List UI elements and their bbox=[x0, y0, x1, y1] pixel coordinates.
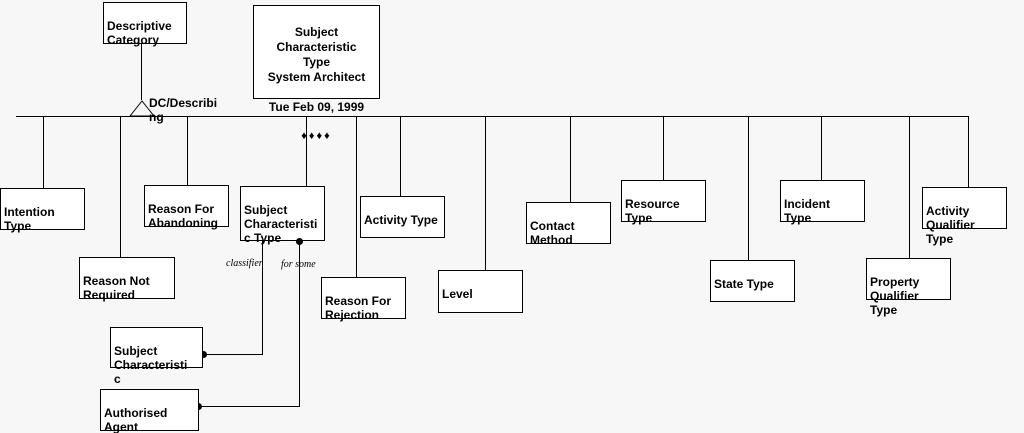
edge-drop-subject-characteristic-type bbox=[306, 116, 307, 186]
node-reason-for-abandoning[interactable]: Reason For Abandoning bbox=[144, 185, 229, 230]
node-activity-type[interactable]: Activity Type bbox=[360, 196, 445, 238]
node-intention-type[interactable]: Intention Type bbox=[0, 188, 85, 233]
diagram-date-text: Tue Feb 09, 1999 bbox=[268, 100, 365, 114]
diagram-tool-text: System Architect bbox=[267, 70, 366, 84]
edge-drop-contact-method bbox=[570, 116, 571, 202]
node-label: Reason For Rejection bbox=[325, 294, 392, 322]
node-subject-characteristic[interactable]: Subject Characteristi c bbox=[110, 327, 203, 386]
node-label: Incident Type bbox=[784, 197, 831, 225]
edge-drop-incident-type bbox=[821, 116, 822, 180]
edge-drop-resource-type bbox=[663, 116, 664, 180]
edge-classifier-endpoint-dot bbox=[200, 351, 207, 358]
node-label: Resource Type bbox=[625, 197, 680, 225]
node-label: Property Qualifier Type bbox=[870, 275, 920, 317]
edge-root-stem bbox=[141, 44, 142, 100]
diagram-title-text: Subject Characteristic Type bbox=[276, 25, 357, 69]
edge-drop-activity-qualifier-type bbox=[968, 116, 969, 187]
edge-for-some-vertical bbox=[299, 241, 300, 406]
node-state-type[interactable]: State Type bbox=[710, 260, 795, 302]
node-descriptive-category[interactable]: Descriptive Category bbox=[103, 2, 187, 47]
node-activity-qualifier-type[interactable]: Activity Qualifier Type bbox=[922, 187, 1007, 246]
edge-for-some-horizontal bbox=[198, 406, 300, 407]
association-label-for-some: for some bbox=[281, 259, 316, 270]
edge-drop-property-qualifier-type bbox=[909, 116, 910, 258]
node-incident-type[interactable]: Incident Type bbox=[780, 180, 865, 225]
node-label: Descriptive Category bbox=[107, 19, 172, 47]
node-level[interactable]: Level bbox=[438, 270, 523, 313]
diagram-title-box: Subject Characteristic Type System Archi… bbox=[253, 5, 380, 142]
node-label: Level bbox=[442, 287, 473, 301]
node-resource-type[interactable]: Resource Type bbox=[621, 180, 706, 225]
node-authorised-agent[interactable]: Authorised Agent bbox=[100, 389, 199, 433]
node-label: Intention Type bbox=[4, 205, 55, 233]
node-reason-not-required[interactable]: Reason Not Required bbox=[79, 257, 175, 302]
node-label: Activity Qualifier Type bbox=[926, 204, 975, 246]
node-label: Reason Not Required bbox=[83, 274, 150, 302]
node-property-qualifier-type[interactable]: Property Qualifier Type bbox=[866, 258, 951, 317]
diagram-dots-marker: ♦♦♦♦ bbox=[301, 130, 332, 142]
edge-drop-level bbox=[485, 116, 486, 270]
node-reason-for-rejection[interactable]: Reason For Rejection bbox=[321, 277, 406, 322]
generalization-label: DC/Describi ng bbox=[149, 96, 218, 124]
edge-drop-state-type bbox=[748, 116, 749, 260]
inheritance-bus-line bbox=[16, 116, 968, 117]
node-label: State Type bbox=[714, 277, 774, 291]
edge-classifier-horizontal bbox=[203, 354, 263, 355]
node-label: Subject Characteristi c Type bbox=[244, 203, 318, 245]
node-label: Reason For Abandoning bbox=[148, 202, 218, 230]
edge-classifier-vertical bbox=[262, 241, 263, 354]
edge-drop-reason-not-required bbox=[120, 116, 121, 257]
edge-drop-intention-type bbox=[43, 116, 44, 188]
node-label: Authorised Agent bbox=[104, 406, 168, 433]
node-label: Subject Characteristi c bbox=[114, 344, 188, 386]
node-contact-method[interactable]: Contact Method bbox=[526, 202, 611, 247]
node-label: Activity Type bbox=[364, 213, 438, 227]
edge-drop-reason-for-rejection bbox=[356, 116, 357, 277]
node-label: Contact Method bbox=[530, 219, 575, 247]
node-subject-characteristic-type[interactable]: Subject Characteristi c Type bbox=[240, 186, 325, 245]
association-label-classifier: classifier bbox=[226, 258, 263, 269]
edge-drop-reason-for-abandoning bbox=[187, 116, 188, 185]
edge-drop-activity-type bbox=[400, 116, 401, 196]
